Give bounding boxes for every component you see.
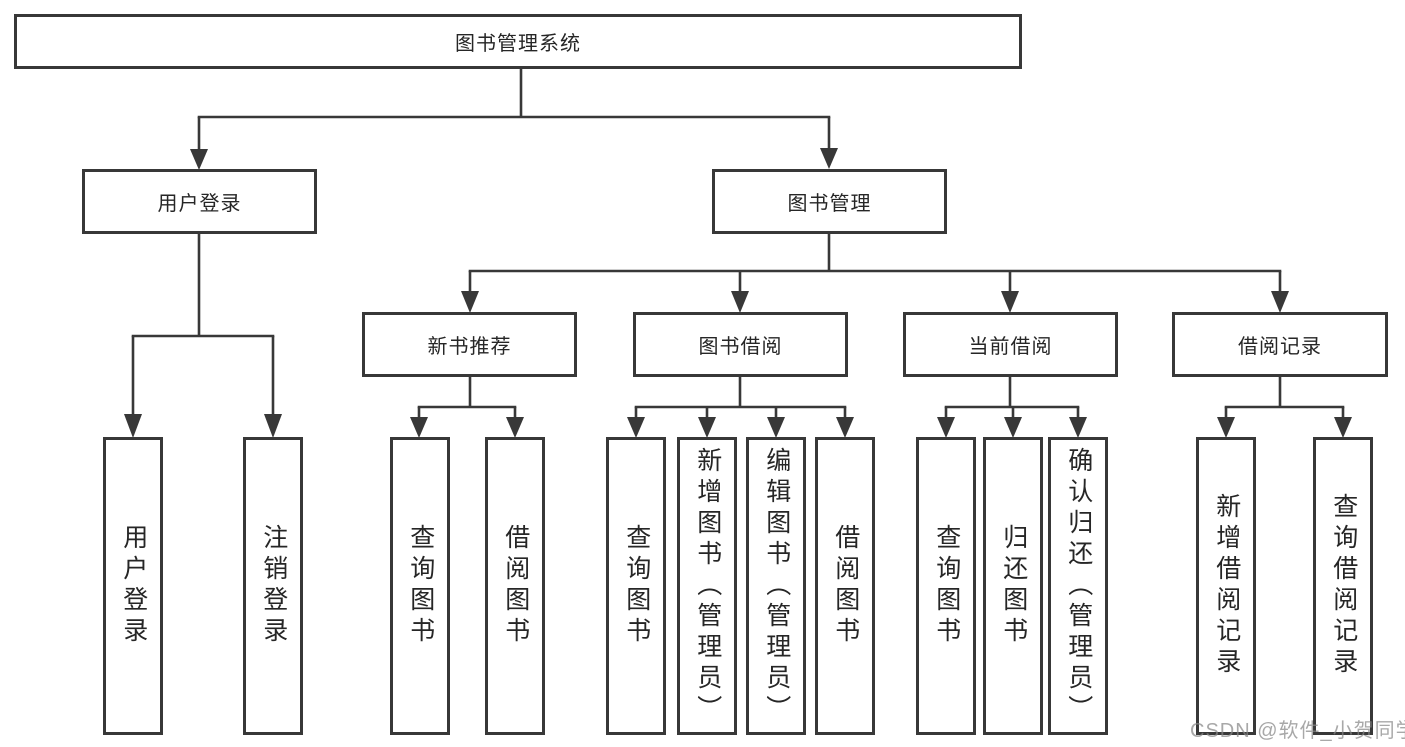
leaf-user-login-label: 用户登录 [119, 524, 148, 648]
leaf-borrow-edit-books-admin-label: 编辑图书（管理员） [762, 446, 791, 726]
node-book-borrow: 图书借阅 [633, 312, 848, 377]
leaf-newbook-query-books: 查询图书 [390, 437, 450, 735]
leaf-newbook-borrow-books-label: 借阅图书 [501, 524, 530, 648]
leaf-current-return-books: 归还图书 [983, 437, 1043, 735]
leaf-current-return-books-label: 归还图书 [999, 524, 1028, 648]
node-current-borrow-label: 当前借阅 [968, 336, 1053, 358]
leaf-borrow-add-books-admin: 新增图书（管理员） [677, 437, 737, 735]
arrowheads [124, 148, 1352, 438]
node-current-borrow: 当前借阅 [903, 312, 1118, 377]
leaf-borrow-edit-books-admin: 编辑图书（管理员） [746, 437, 806, 735]
leaf-newbook-borrow-books: 借阅图书 [485, 437, 545, 735]
leaf-record-query-borrow-record: 查询借阅记录 [1313, 437, 1373, 735]
leaf-current-query-books: 查询图书 [916, 437, 976, 735]
node-book-management-label: 图书管理 [787, 193, 872, 215]
leaf-borrow-query-books-label: 查询图书 [622, 524, 651, 648]
leaf-borrow-add-books-admin-label: 新增图书（管理员） [693, 446, 722, 726]
node-new-book-recommend-label: 新书推荐 [427, 336, 512, 358]
leaf-current-confirm-return-admin: 确认归还（管理员） [1048, 437, 1108, 735]
leaf-user-login: 用户登录 [103, 437, 163, 735]
node-borrow-record-label: 借阅记录 [1238, 336, 1322, 358]
node-new-book-recommend: 新书推荐 [362, 312, 577, 377]
leaf-logout: 注销登录 [243, 437, 303, 735]
leaf-borrow-query-books: 查询图书 [606, 437, 666, 735]
leaf-record-add-borrow-record-label: 新增借阅记录 [1212, 493, 1241, 679]
node-root-library-system: 图书管理系统 [14, 14, 1022, 69]
leaf-newbook-query-books-label: 查询图书 [406, 524, 435, 648]
node-user-login-label: 用户登录 [157, 193, 242, 215]
node-borrow-record: 借阅记录 [1172, 312, 1388, 377]
node-user-login: 用户登录 [82, 169, 317, 234]
leaf-record-query-borrow-record-label: 查询借阅记录 [1329, 493, 1358, 679]
node-root-label: 图书管理系统 [455, 33, 581, 55]
leaf-logout-label: 注销登录 [259, 524, 288, 648]
leaf-borrow-borrow-books: 借阅图书 [815, 437, 875, 735]
node-book-management: 图书管理 [712, 169, 947, 234]
csdn-watermark: CSDN @软件_小贺同学 [1190, 720, 1405, 742]
leaf-current-confirm-return-admin-label: 确认归还（管理员） [1064, 446, 1093, 726]
node-book-borrow-label: 图书借阅 [698, 336, 783, 358]
leaf-borrow-borrow-books-label: 借阅图书 [831, 524, 860, 648]
leaf-current-query-books-label: 查询图书 [932, 524, 961, 648]
leaf-record-add-borrow-record: 新增借阅记录 [1196, 437, 1256, 735]
